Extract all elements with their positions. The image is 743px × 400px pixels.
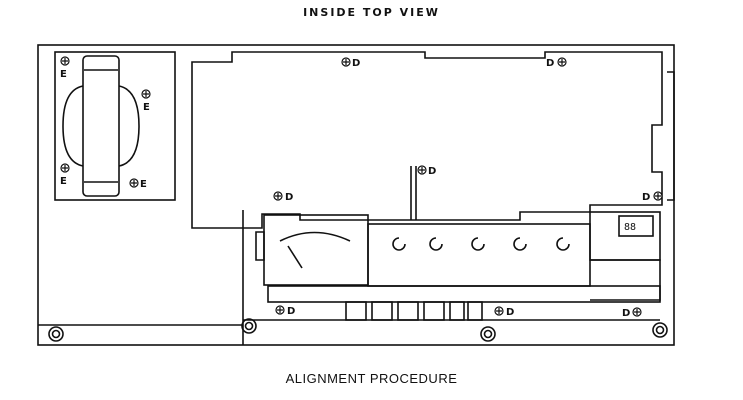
diagram-caption: ALIGNMENT PROCEDURE — [285, 371, 458, 386]
mounting-hole — [241, 318, 257, 334]
transformer-core — [82, 55, 120, 197]
chassis-outline — [37, 44, 675, 346]
display-window — [618, 215, 654, 237]
transformer-winding-left — [62, 85, 84, 167]
mounting-hole — [480, 326, 496, 342]
transformer-bands — [84, 69, 118, 183]
label-d-2: D — [546, 58, 554, 69]
jumper-wire — [410, 166, 417, 220]
label-d-5: D — [642, 192, 650, 203]
transformer-panel — [54, 51, 176, 201]
push-button-4 — [423, 301, 445, 321]
transformer-winding-right — [118, 85, 140, 167]
mounting-hole-inner — [244, 321, 254, 331]
screw-slots — [62, 58, 661, 315]
label-d-7: D — [506, 307, 514, 318]
meter-lamp — [255, 231, 265, 261]
push-button-2 — [371, 301, 393, 321]
meter-scale — [279, 231, 351, 242]
display-readout: 88 — [624, 222, 636, 233]
mounting-hole-inner — [483, 329, 493, 339]
meter-needle — [287, 245, 303, 269]
mounting-hole — [652, 322, 668, 338]
dial-scale — [367, 223, 591, 287]
mounting-hole-inner — [51, 329, 61, 339]
display-bracket — [590, 259, 661, 301]
label-d-6: D — [287, 306, 295, 317]
push-button-5 — [449, 301, 465, 321]
label-d-4: D — [285, 192, 293, 203]
label-d-3: D — [428, 166, 436, 177]
diagram-heading: INSIDE TOP VIEW — [303, 6, 440, 19]
label-d-1: D — [352, 58, 360, 69]
side-rail — [667, 71, 675, 201]
meter-housing — [263, 214, 369, 286]
mounting-hole — [48, 326, 64, 342]
dial-markers — [392, 237, 570, 251]
label-e-4: E — [140, 179, 147, 190]
push-button-1 — [345, 301, 367, 321]
push-button-3 — [397, 301, 419, 321]
label-e-3: E — [60, 176, 67, 187]
label-e-2: E — [143, 102, 150, 113]
mounting-hole-inner — [655, 325, 665, 335]
label-e-1: E — [60, 69, 67, 80]
main-pc-board — [191, 51, 663, 229]
label-d-8: D — [622, 308, 630, 319]
push-button-6 — [467, 301, 483, 321]
